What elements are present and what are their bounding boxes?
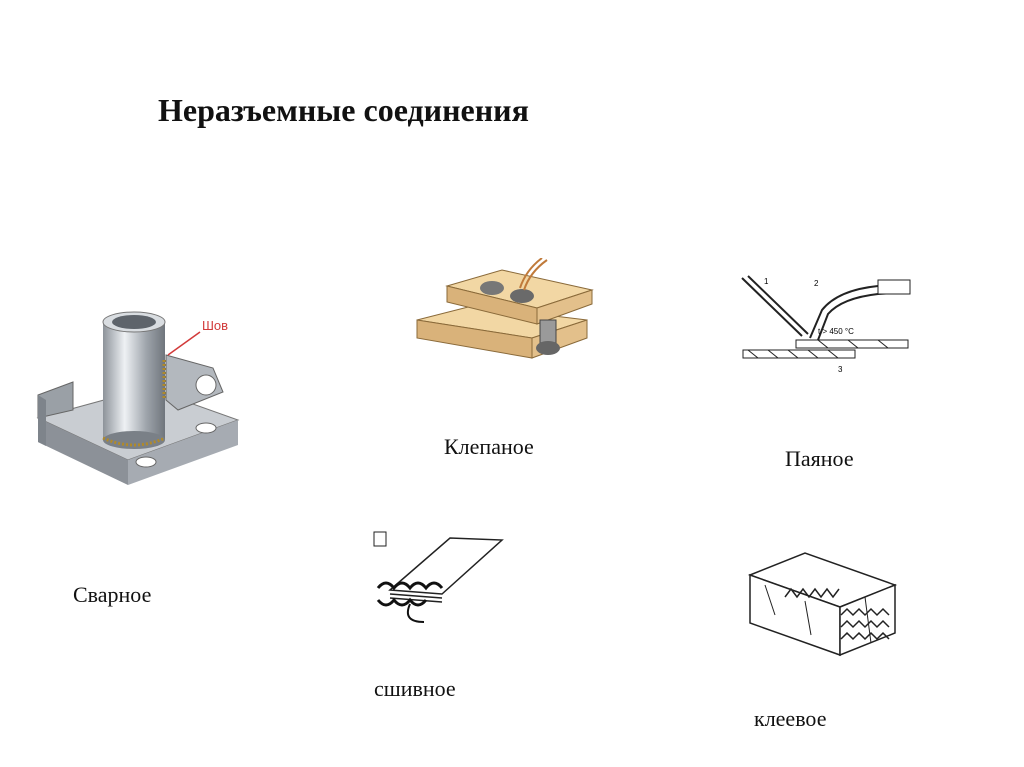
svg-text:2: 2 xyxy=(814,279,819,288)
label-soldered: Паяное xyxy=(785,446,854,471)
welded-part-image: Шов xyxy=(36,311,240,485)
sewn-joint-image xyxy=(373,531,504,623)
svg-text:1: 1 xyxy=(764,277,769,286)
weld-callout-label: Шов xyxy=(202,318,228,333)
label-sewn: сшивное xyxy=(374,676,456,701)
label-welded: Сварное xyxy=(73,582,152,607)
glued-joint-image xyxy=(747,552,898,657)
riveted-joint-image xyxy=(416,258,594,359)
temperature-label: t > 450 °C xyxy=(818,327,854,336)
label-riveted: Клепаное xyxy=(444,434,534,459)
label-glued: клеевое xyxy=(754,706,827,731)
slide-title: Неразъемные соединения xyxy=(158,92,529,128)
svg-text:3: 3 xyxy=(838,365,843,374)
soldered-joint-image: 1 2 3 t > 450 °C xyxy=(741,275,911,374)
